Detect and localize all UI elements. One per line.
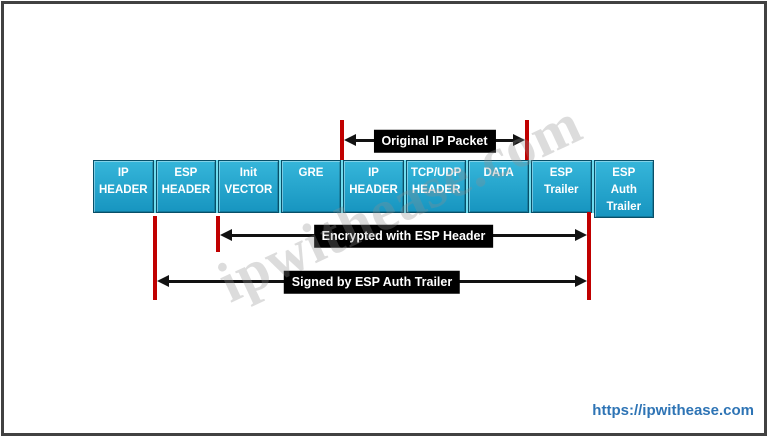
arrowhead-right-icon: [575, 275, 587, 287]
packet-box-esp-auth-trailer: ESP Auth Trailer: [593, 160, 655, 218]
boundary-marker-original-end: [525, 120, 529, 160]
span-arrow-encrypted-with-esp-header: Encrypted with ESP Header: [220, 224, 587, 248]
packet-box-ip-header: IP HEADER: [93, 160, 154, 213]
span-arrow-original-ip-packet: Original IP Packet: [344, 129, 525, 153]
packet-box-gre: GRE: [280, 160, 342, 213]
footer-url: https://ipwithease.com: [592, 402, 754, 419]
annotation-signed-by-esp-auth-trailer: Signed by ESP Auth Trailer: [283, 270, 461, 294]
arrowhead-right-icon: [513, 134, 525, 146]
boundary-marker-original-start: [340, 120, 344, 160]
annotation-encrypted-with-esp-header: Encrypted with ESP Header: [313, 224, 494, 248]
annotation-original-ip-packet: Original IP Packet: [373, 129, 496, 153]
packet-box-init-vector: Init VECTOR: [218, 160, 279, 213]
packet-field-row: IP HEADER ESP HEADER Init VECTOR GRE IP …: [93, 160, 655, 218]
boundary-marker-right-end: [587, 212, 591, 300]
packet-box-tcp-udp-header: TCP/UDP HEADER: [405, 160, 467, 213]
packet-box-data: DATA: [468, 160, 529, 213]
packet-box-inner-ip-header: IP HEADER: [343, 160, 404, 213]
span-arrow-signed-by-esp-auth-trailer: Signed by ESP Auth Trailer: [157, 270, 587, 294]
packet-box-esp-header: ESP HEADER: [155, 160, 217, 213]
arrowhead-right-icon: [575, 229, 587, 241]
boundary-marker-signed-start: [153, 216, 157, 300]
packet-box-esp-trailer: ESP Trailer: [530, 160, 592, 213]
boundary-marker-encrypted-start: [216, 216, 220, 252]
